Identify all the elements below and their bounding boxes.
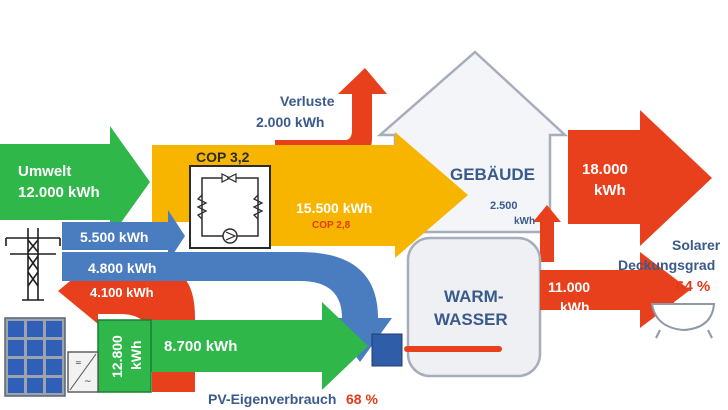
pv-self-consumption-label: PV-Eigenverbrauch [208, 391, 336, 407]
svg-text:~: ~ [84, 377, 92, 387]
power-pylon-icon [5, 228, 61, 301]
dhw-output-unit: kWh [560, 299, 590, 315]
grid-to-household-arrow [62, 252, 392, 362]
pv-generation-value: 12.800 [109, 335, 125, 378]
pv-generation-arrow [98, 302, 368, 390]
losses-value: 2.000 kWh [256, 114, 324, 130]
building-demand-unit: kWh [594, 182, 626, 199]
building-to-dhw-arrow [533, 205, 561, 262]
dhw-tank [406, 236, 542, 378]
heat-output-cop: COP 2,8 [312, 220, 351, 231]
dhw-output-value: 11.000 [548, 279, 590, 295]
svg-text:=: = [75, 358, 82, 367]
solar-coverage-line2: Deckungsgrad [618, 257, 715, 273]
pv-generation-box [97, 319, 152, 393]
building-label: GEBÄUDE [450, 165, 535, 184]
heat-output-arrow [152, 132, 468, 258]
heat-pump-schematic-icon [189, 165, 271, 249]
solar-panel-icon [4, 317, 66, 397]
heat-output-value: 15.500 kWh [296, 200, 372, 216]
grid-to-heat-pump-arrow [62, 210, 185, 262]
grid-to-household-value: 4.800 kWh [88, 260, 156, 276]
pv-self-consumption-value: 68 % [346, 391, 378, 407]
building-to-dhw-unit: kWh [514, 216, 535, 227]
pv-self-use-value: 8.700 kWh [164, 338, 237, 355]
solar-coverage-value: 64 % [676, 278, 710, 295]
losses-arrow [275, 68, 387, 160]
heater-block [371, 333, 403, 367]
heat-pump-cop-label: COP 3,2 [196, 149, 250, 165]
building-demand-arrow [568, 110, 712, 246]
building-demand-value: 18.000 [582, 161, 628, 178]
building-to-dhw-value: 2.500 [490, 200, 518, 212]
grid-to-heat-pump-value: 5.500 kWh [80, 229, 148, 245]
losses-label: Verluste [280, 93, 335, 109]
pv-generation-unit: kWh [128, 340, 144, 370]
dhw-tank-label-line2: WASSER [434, 310, 508, 329]
inverter-icon: = ~ [67, 351, 99, 393]
dhw-tank-label-line1: WARM- [444, 287, 503, 306]
bathtub-icon [650, 286, 716, 339]
feed-in-value: 4.100 kWh [90, 285, 154, 300]
environment-value: 12.000 kWh [18, 184, 100, 201]
solar-coverage-line1: Solarer [672, 237, 721, 253]
environment-label: Umwelt [18, 163, 71, 180]
heater-rod [404, 346, 502, 352]
environment-arrow [0, 126, 150, 238]
